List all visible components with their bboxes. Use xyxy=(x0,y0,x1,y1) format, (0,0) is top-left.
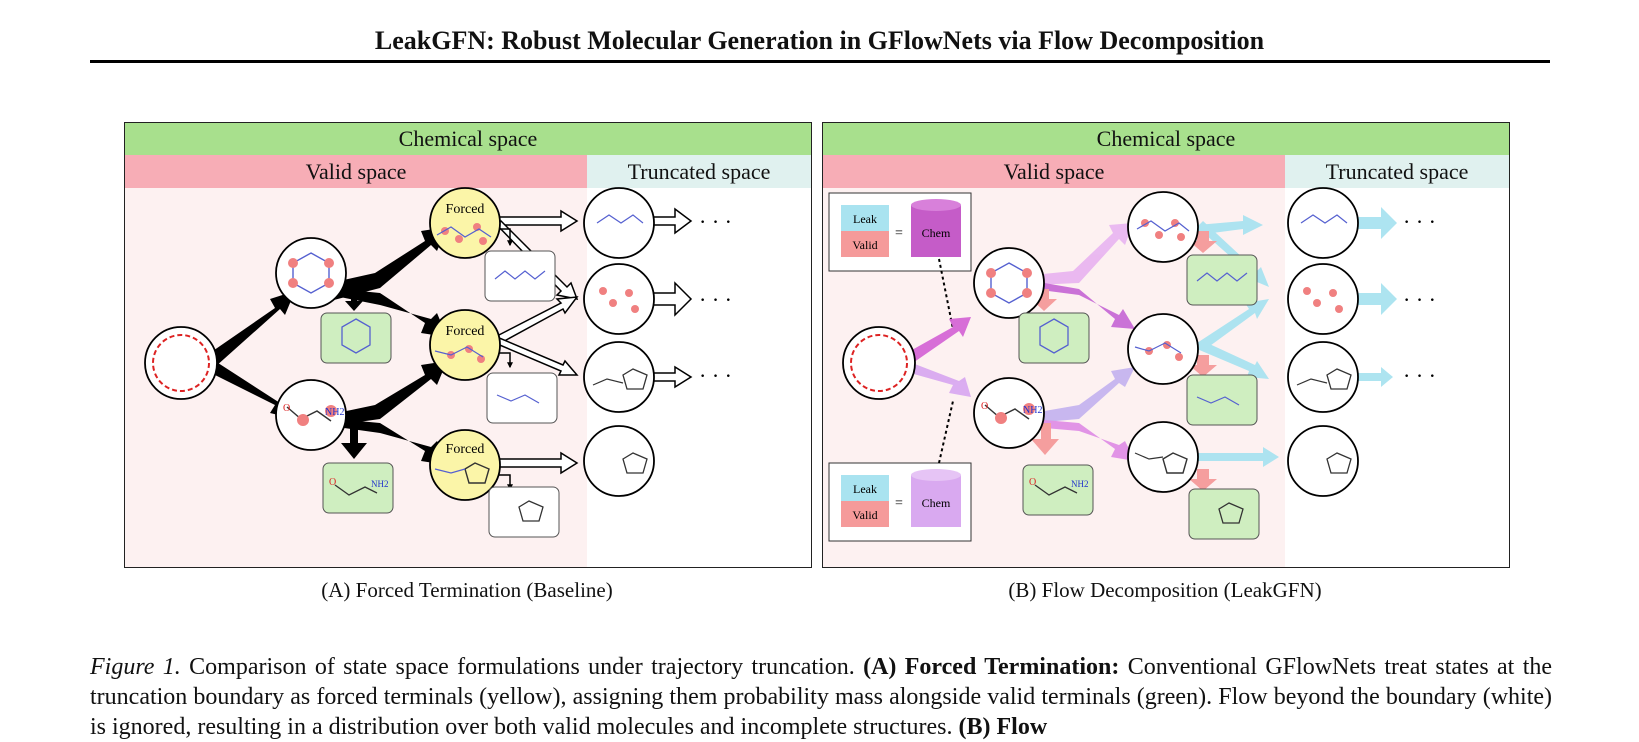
forced-label: Forced xyxy=(446,324,485,339)
leak-label: Leak xyxy=(853,212,877,226)
outline-arrow xyxy=(494,296,579,347)
equals-sign: = xyxy=(895,496,903,511)
atom-label: NH2 xyxy=(371,479,389,489)
truncated-molecule xyxy=(1287,341,1359,413)
truncated-space-band: Truncated space xyxy=(587,155,811,188)
truncated-molecule xyxy=(583,425,655,497)
panel-b-diagram: Leak Valid = Chem Leak Valid = Chem xyxy=(828,187,1436,542)
truncated-molecule xyxy=(1287,263,1359,335)
flow-arrow xyxy=(341,425,367,459)
outline-arrow xyxy=(494,335,579,376)
truncated-molecule xyxy=(1287,187,1359,259)
boundary-state xyxy=(1127,191,1199,263)
ellipsis: · · · xyxy=(699,209,732,234)
valid-terminal xyxy=(1186,374,1258,426)
valid-space-band: Valid space xyxy=(823,155,1285,188)
forced-label: Forced xyxy=(446,202,485,217)
subcaption-a: (A) Forced Termination (Baseline) xyxy=(321,578,613,602)
forced-label: Forced xyxy=(446,442,485,457)
ellipsis: · · · xyxy=(1403,287,1436,312)
valid-terminal xyxy=(320,312,392,364)
atom-label: NH2 xyxy=(325,407,344,418)
valid-terminal xyxy=(1186,254,1258,306)
atom-label: NH2 xyxy=(1023,405,1042,416)
ellipsis: · · · xyxy=(699,287,732,312)
panel-flow-decomposition: Chemical space Valid space Truncated spa… xyxy=(822,122,1510,568)
truncated-molecule xyxy=(583,341,655,413)
truncated-space-band: Truncated space xyxy=(1285,155,1509,188)
flow-arrow xyxy=(330,288,447,337)
truncated-molecule xyxy=(583,187,655,259)
outline-arrow xyxy=(648,281,693,317)
valid-terminal xyxy=(1018,312,1090,364)
flow-arrow xyxy=(345,285,363,311)
caption-bold-b: (B) Flow xyxy=(958,714,1048,740)
start-state xyxy=(842,326,916,400)
forced-state: Forced xyxy=(429,429,501,501)
atom-label: NH2 xyxy=(1071,479,1089,489)
forced-state: Forced xyxy=(429,309,501,381)
subcaption-b: (B) Flow Decomposition (LeakGFN) xyxy=(1008,578,1322,602)
title-rule xyxy=(90,60,1550,63)
partial-box xyxy=(486,372,558,424)
dotted-connector xyxy=(938,400,954,464)
start-state-dashed xyxy=(850,334,908,392)
truncated-molecule xyxy=(1287,425,1359,497)
state-benzene-like xyxy=(973,247,1045,319)
flow-arrows xyxy=(207,227,447,465)
flow-arrow xyxy=(207,291,295,367)
atom-label: O xyxy=(981,401,988,412)
chem-label: Chem xyxy=(922,496,951,510)
panel-forced-termination: Chemical space Valid space Truncated spa… xyxy=(124,122,812,568)
legend-box-top: Leak Valid = Chem xyxy=(828,192,972,272)
ellipsis: · · · xyxy=(699,363,732,388)
partial-box xyxy=(488,486,560,538)
valid-terminal: O NH2 xyxy=(322,462,394,514)
valid-space-band: Valid space xyxy=(125,155,587,188)
atom-label: O xyxy=(283,403,290,414)
state-amide: O NH2 xyxy=(275,379,347,451)
chem-label: Chem xyxy=(922,226,951,240)
flow-arrow xyxy=(330,227,447,301)
state-benzene-like xyxy=(275,237,347,309)
figure-label: Figure 1. xyxy=(90,654,181,680)
boundary-state xyxy=(1127,313,1199,385)
truncated-molecule xyxy=(583,263,655,335)
forced-state: Forced xyxy=(429,187,501,259)
boundary-state xyxy=(1127,421,1199,493)
flow-arrow xyxy=(337,361,447,425)
flow-arrow xyxy=(337,419,447,465)
truncation-arrows xyxy=(493,207,693,475)
state-amide: O NH2 xyxy=(973,377,1045,449)
paper-title: LeakGFN: Robust Molecular Generation in … xyxy=(374,26,1265,55)
panel-a-diagram: O NH2 Forced Forced Forced xyxy=(144,187,732,538)
ellipsis: · · · xyxy=(1403,209,1436,234)
caption-text-a: Conventional GFlowNets treat states at t… xyxy=(90,654,1553,710)
flow-arrow xyxy=(207,361,295,419)
atom-label: O xyxy=(329,477,336,488)
leak-label: Leak xyxy=(853,482,877,496)
valid-terminal: O NH2 xyxy=(1022,464,1094,516)
outline-arrow xyxy=(648,207,693,235)
ellipsis: · · · xyxy=(1403,363,1436,388)
caption-intro: Comparison of state space formulations u… xyxy=(189,654,855,680)
partial-box xyxy=(484,250,556,302)
atom-label: O xyxy=(1029,477,1036,488)
outline-arrow xyxy=(648,365,693,389)
valid-label: Valid xyxy=(852,508,877,522)
valid-label: Valid xyxy=(852,238,877,252)
equals-sign: = xyxy=(895,226,903,241)
start-state xyxy=(144,326,218,400)
legend-box-bottom: Leak Valid = Chem xyxy=(828,462,972,542)
valid-terminal xyxy=(1188,488,1260,540)
outline-arrow xyxy=(494,451,579,475)
figure-caption: Figure 1. Comparison of state space form… xyxy=(90,652,1552,742)
caption-bold-a: (A) Forced Termination: xyxy=(863,654,1120,680)
start-state-dashed xyxy=(152,334,210,392)
